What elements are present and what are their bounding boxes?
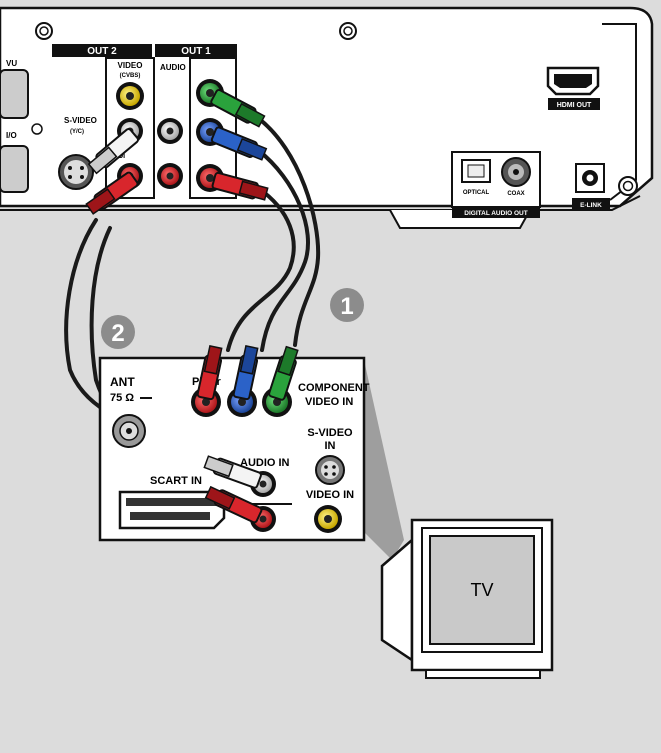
optical-port [461, 159, 491, 183]
component-cable-blue [256, 148, 310, 352]
component-cable-green [256, 116, 321, 347]
audio-out1-red-port [157, 163, 183, 189]
screw-icon [618, 176, 638, 196]
tv-screen [429, 535, 535, 645]
coax-label: COAX [507, 191, 524, 197]
tv-plugs [196, 344, 299, 524]
callout-2: 2 [101, 315, 135, 349]
video-out-yellow-port [116, 82, 144, 110]
left-edge-port-mid [0, 145, 29, 193]
optical-label: OPTICAL [463, 190, 490, 196]
tv-label: TV [470, 580, 493, 600]
svideo-port [58, 154, 94, 190]
video-in-label: VIDEO IN [306, 489, 354, 501]
left-edge-mid-label: I/O [6, 131, 17, 140]
player-plugs [85, 88, 269, 215]
screw-icon [339, 22, 357, 40]
cvbs-label: (CVBS) [120, 73, 141, 79]
audio-out1-white-port [157, 118, 183, 144]
video-label: VIDEO [118, 61, 143, 70]
panel-callout-wedge [362, 360, 404, 560]
digital-audio-label: DIGITAL AUDIO OUT [464, 210, 527, 217]
callout-1-number: 1 [340, 293, 353, 320]
svideo-label: S-VIDEO [64, 116, 97, 125]
callout-1: 1 [330, 288, 364, 322]
tv-set: TV [380, 518, 554, 679]
out1-header [155, 44, 237, 57]
component-label-2: VIDEO IN [305, 396, 353, 408]
antenna-port [112, 414, 146, 448]
svideo-in-port [315, 455, 345, 485]
component-cable-red [226, 186, 296, 352]
indicator-icon [31, 123, 43, 135]
ohm-label: 75 Ω [110, 392, 134, 404]
video-in-yellow-port [314, 505, 342, 533]
hdmi-port [546, 66, 600, 96]
audio-label: AUDIO [160, 63, 186, 72]
left-edge-port-top [0, 69, 29, 119]
scart-label: SCART IN [150, 475, 202, 487]
out2-header [52, 44, 152, 57]
coax-port [501, 157, 531, 187]
yc-label: (Y/C) [70, 129, 84, 135]
elink-port [575, 163, 605, 193]
screw-icon [35, 22, 53, 40]
antenna-label: ANT [110, 375, 135, 389]
svideo-in-label-2: IN [325, 440, 336, 452]
component-label-1: COMPONENT [298, 382, 370, 394]
left-edge-top-label: VU [6, 59, 17, 68]
out2-label: OUT 2 [87, 46, 117, 57]
player-back-panel: OUT 2 OUT 1 VU I/O S-VIDEO (Y/C) VIDEO (… [0, 6, 654, 229]
callout-2-number: 2 [111, 320, 124, 347]
svideo-in-label-1: S-VIDEO [307, 427, 353, 439]
scart-port [118, 490, 226, 530]
elink-label: E-LINK [580, 202, 602, 209]
audio-in-label: AUDIO IN [240, 457, 290, 469]
out1-label: OUT 1 [181, 46, 211, 57]
hdmi-label: HDMI OUT [557, 102, 592, 109]
